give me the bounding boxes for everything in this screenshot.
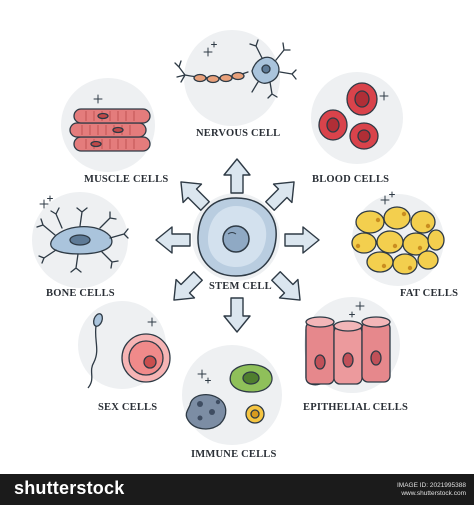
sparkle-icons [39,41,395,384]
bone-cells-label: BONE CELLS [46,288,115,299]
brand-logo: shutterstock [14,478,125,498]
blood-cells-label: BLOOD CELLS [312,174,390,185]
arrow-down-right [271,271,301,301]
fat-cells-illustration [351,206,445,275]
image-id: IMAGE ID: 2021995388 www.shutterstock.co… [397,482,466,498]
stem-cell [197,197,277,277]
bone-cell-illustration [36,207,129,273]
blood-cells-illustration [318,82,379,150]
muscle-cells-illustration [69,108,151,152]
stock-footer: shutterstock IMAGE ID: 2021995388 www.sh… [0,474,474,505]
immune-cells-illustration [185,363,273,430]
nervous-cell-illustration [174,39,297,99]
arrow-down-left [173,271,203,301]
fat-cells-label: FAT CELLS [400,288,459,299]
image-id-line: IMAGE ID: 2021995388 [396,482,466,489]
arrow-up-left [180,181,210,211]
muscle-cells-label: MUSCLE CELLS [84,174,169,185]
arrow-left [155,226,191,254]
immune-cells-label: IMMUNE CELLS [191,449,277,460]
nervous-cell-label: NERVOUS CELL [196,128,281,139]
stem-cell-label: STEM CELL [209,281,272,292]
sex-cells-illustration [87,313,171,389]
diagram-canvas: NERVOUS CELL MUSCLE CELLS BLOOD CELLS BO… [32,30,459,460]
sex-cells-label: SEX CELLS [98,402,158,413]
arrow-down [223,297,251,333]
arrow-up [223,158,251,194]
stem-cell-diagram [32,30,445,445]
arrow-up-right [265,181,295,211]
arrows [155,158,320,333]
epithelial-cells-illustration [305,316,391,386]
epithelial-cells-label: EPITHELIAL CELLS [303,402,409,413]
image-url-line: www.shutterstock.com [401,490,466,497]
arrow-right [284,226,320,254]
